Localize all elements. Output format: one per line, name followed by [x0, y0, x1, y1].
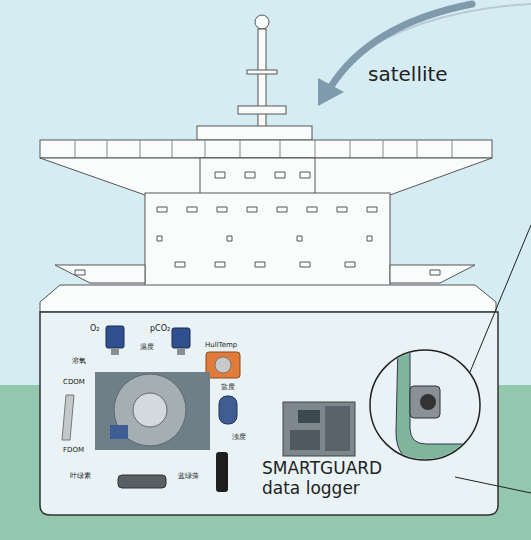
flow-cell-sensor [110, 425, 128, 439]
lower-wing-left [55, 265, 145, 283]
chlorophyll-probe [118, 475, 166, 488]
logger-display [298, 410, 320, 423]
sensor-label: SMARTGUARD data logger [262, 459, 397, 498]
leader-line [455, 477, 531, 493]
satellite-label: satellite [368, 63, 448, 86]
arrow-head [318, 78, 344, 106]
flow-cell-photo [95, 372, 210, 450]
mast-crossbar [247, 70, 277, 74]
sensor-label: CDOM [63, 378, 85, 386]
sensor-label: 溶氧 [72, 357, 86, 365]
sensor-label: 温度 [140, 343, 154, 351]
bridge-wings [40, 140, 492, 158]
data-logger [283, 402, 355, 456]
sensor-connector [177, 348, 185, 355]
sensor-label: O₂ [90, 324, 100, 333]
hull-sensor-face [420, 394, 436, 410]
pco2-sensor [172, 328, 190, 348]
turbidity-sensor [216, 452, 228, 492]
windows [75, 172, 440, 275]
hulltemp-face [215, 357, 231, 373]
hull-sensor [410, 386, 440, 418]
sensor-label: 蓝绿藻 [178, 472, 199, 480]
hull-wall [396, 345, 485, 462]
mast-platform [238, 106, 286, 114]
flow-cell-port [133, 393, 167, 427]
o2-sensor [106, 326, 124, 348]
hull [40, 312, 498, 515]
sensor-connector [111, 348, 119, 355]
sensor-label: 盐度 [221, 383, 235, 391]
sensor-label: 叶绿素 [70, 472, 91, 480]
sensor-label: HullTemp [205, 341, 237, 349]
radar-dome [255, 15, 269, 29]
sensor-label: pCO₂ [150, 324, 170, 333]
cdom-fdom-probe [62, 395, 74, 440]
logger-keypad [325, 406, 350, 451]
deck [40, 285, 496, 312]
salinity-sensor [219, 396, 237, 424]
sensor-label: FDOM [63, 446, 84, 454]
satellite-arrow [330, 4, 472, 88]
wing-divisions [75, 140, 452, 158]
sensor-label: 浊度 [232, 433, 246, 441]
hulltemp-sensor [206, 352, 240, 378]
top-house [197, 126, 312, 140]
wing-braces [40, 158, 492, 195]
leader-line [470, 225, 531, 372]
logger-module [290, 430, 320, 450]
